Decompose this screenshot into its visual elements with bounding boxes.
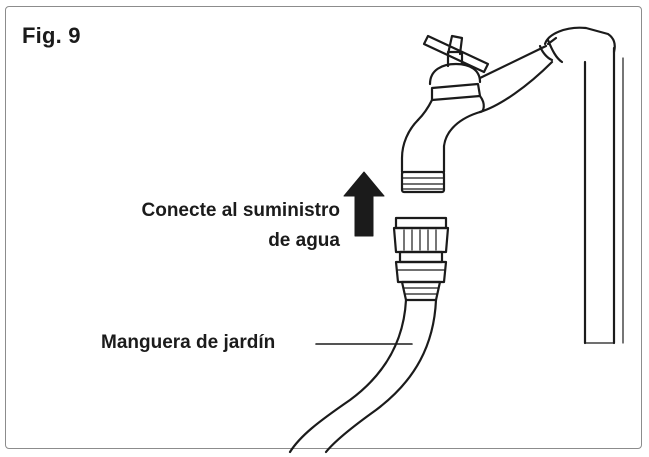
garden-hose-icon: [288, 298, 438, 454]
connect-water-supply-label: Conecte al suministro de agua: [142, 196, 341, 256]
arrow-up-icon: [343, 171, 385, 237]
wall-pipe: [538, 26, 624, 345]
connect-label-line1: Conecte al suministro: [141, 200, 341, 221]
connect-label-line2: de agua: [268, 230, 340, 251]
figure-number: Fig. 9: [22, 23, 81, 48]
garden-hose-label: Manguera de jardín: [101, 332, 276, 353]
faucet-icon: [400, 34, 554, 194]
figure-frame: [5, 6, 642, 449]
hose-coupler-icon: [392, 216, 450, 302]
